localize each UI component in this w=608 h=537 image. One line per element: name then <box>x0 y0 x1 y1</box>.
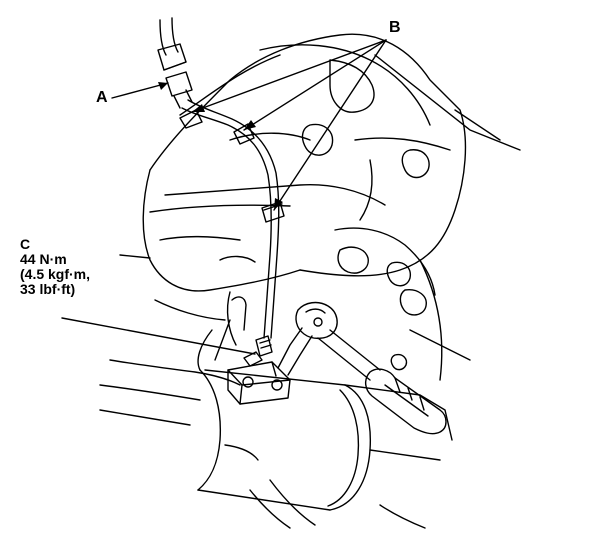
connector-a <box>157 17 193 109</box>
sensor-harness <box>179 99 285 339</box>
leader-b-2 <box>243 39 387 131</box>
engine-block <box>119 33 521 381</box>
callout-a: A <box>96 89 108 106</box>
arrowhead-b-3 <box>274 198 283 210</box>
sensor-boss <box>227 335 291 405</box>
torque-nm: 44 N·m <box>20 251 67 267</box>
arrowhead-b-1 <box>192 104 205 112</box>
exhaust-pipe <box>99 319 453 529</box>
callout-b: B <box>389 19 401 36</box>
callout-c-letter: C <box>20 236 31 252</box>
leader-b-3 <box>273 39 387 211</box>
torque-kgf: (4.5 kgf·m, <box>20 266 91 282</box>
ratchet-wrench <box>277 301 447 435</box>
leader-a <box>111 82 169 99</box>
arrowhead-a <box>158 82 168 90</box>
arrowhead-b-2 <box>244 120 256 130</box>
torque-lbf: 33 lbf·ft) <box>20 281 76 297</box>
leader-b-1 <box>191 39 387 113</box>
leader-lines <box>61 39 387 355</box>
callout-c-torque-spec: C 44 N·m (4.5 kgf·m, 33 lbf·ft) <box>20 237 90 297</box>
leader-c <box>61 317 256 355</box>
